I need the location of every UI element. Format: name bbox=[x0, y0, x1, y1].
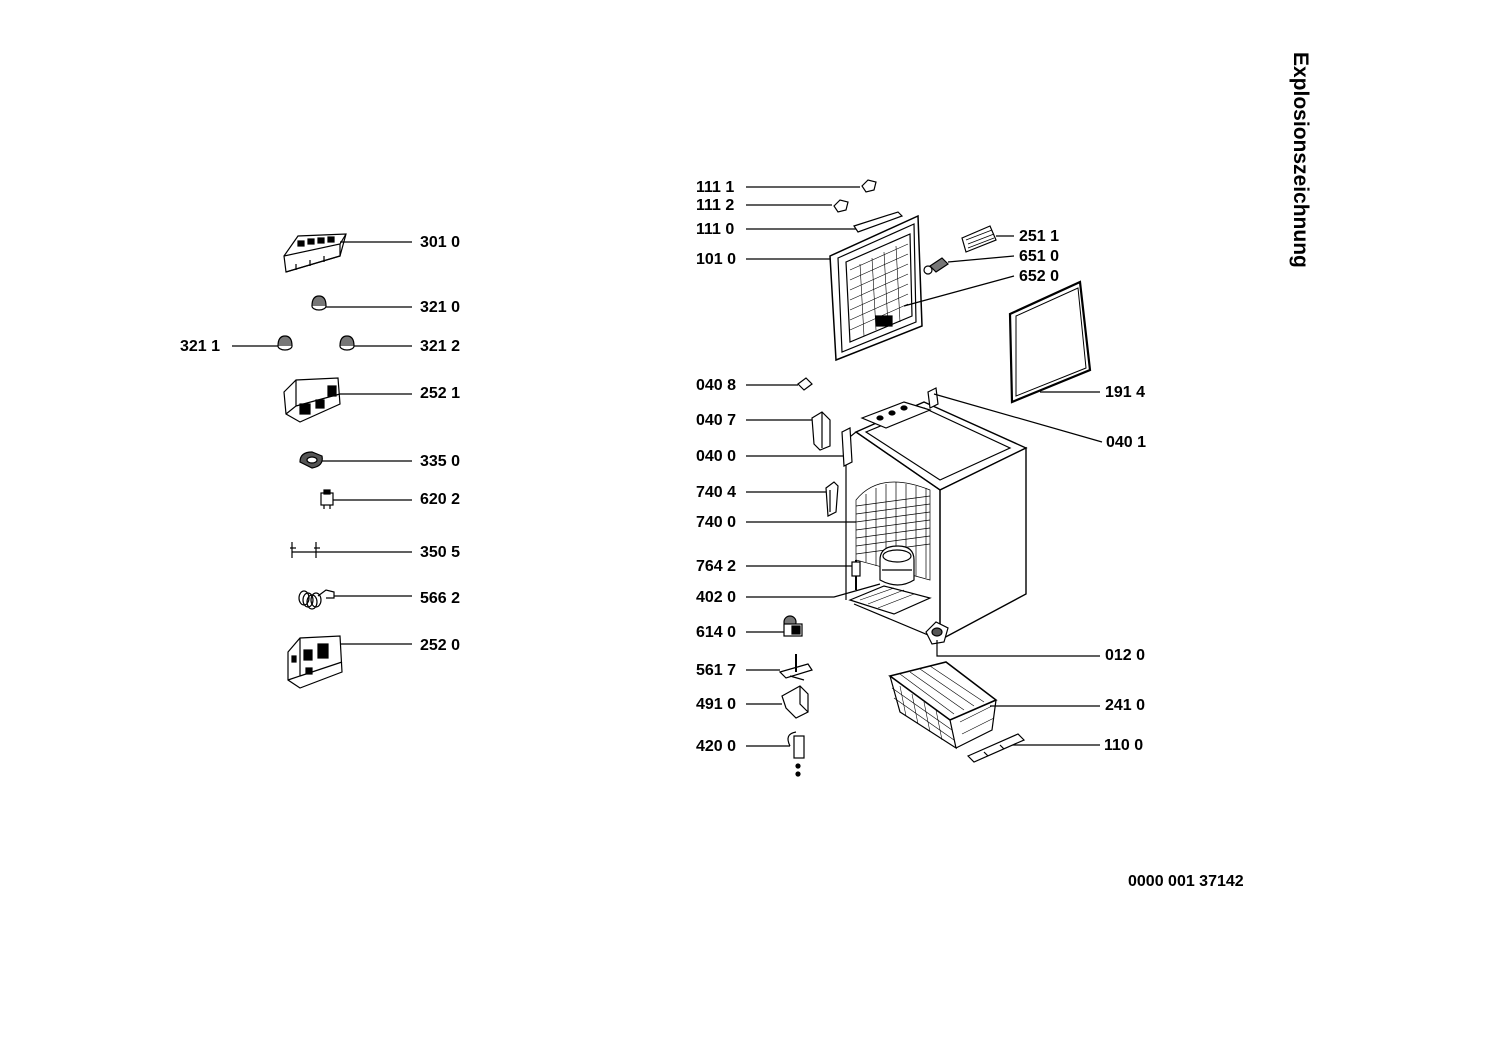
part-label: 402 0 bbox=[696, 589, 737, 606]
document-number: 0000 001 37142 bbox=[1128, 873, 1244, 890]
hinge-bar-part bbox=[853, 211, 904, 233]
relay-part bbox=[783, 615, 803, 637]
cable-part bbox=[290, 542, 320, 558]
knob-part bbox=[339, 335, 355, 351]
part-label: 740 4 bbox=[696, 484, 737, 501]
part-label: 040 7 bbox=[696, 412, 737, 429]
right-leader-lines-top bbox=[903, 235, 1015, 307]
control-panel-part bbox=[283, 233, 347, 273]
basket-part bbox=[888, 661, 998, 750]
part-label: 252 0 bbox=[420, 637, 461, 654]
part-label: 191 4 bbox=[1105, 384, 1146, 401]
gasket-part bbox=[1008, 280, 1092, 404]
part-label: 012 0 bbox=[1105, 647, 1146, 664]
part-label: 040 0 bbox=[696, 448, 737, 465]
capacitor-part bbox=[787, 731, 805, 777]
part-label: 251 1 bbox=[1019, 228, 1060, 245]
part-label: 491 0 bbox=[696, 696, 737, 713]
cabinet-body bbox=[841, 387, 1028, 645]
part-label: 740 0 bbox=[696, 514, 737, 531]
bulb-part bbox=[923, 257, 949, 275]
part-label: 335 0 bbox=[420, 453, 461, 470]
part-label: 614 0 bbox=[696, 624, 737, 641]
part-label: 420 0 bbox=[696, 738, 737, 755]
part-label: 321 0 bbox=[420, 299, 461, 316]
right-leader-lines-bottom bbox=[933, 393, 1103, 746]
part-label: 321 1 bbox=[180, 338, 221, 355]
terminal-cover-part bbox=[781, 685, 809, 719]
part-label: 101 0 bbox=[696, 251, 737, 268]
bracket-part bbox=[825, 481, 839, 517]
clip-part bbox=[797, 377, 813, 391]
part-label: 620 2 bbox=[420, 491, 461, 508]
part-label: 111 2 bbox=[696, 197, 735, 214]
part-label: 561 7 bbox=[696, 662, 737, 679]
part-label: 651 0 bbox=[1019, 248, 1060, 265]
center-leader-lines bbox=[746, 186, 881, 747]
part-label: 111 0 bbox=[696, 221, 735, 238]
page-title: Explosionszeichnung bbox=[1289, 52, 1312, 268]
part-label: 241 0 bbox=[1105, 697, 1146, 714]
part-label: 111 1 bbox=[696, 179, 735, 196]
part-label: 040 1 bbox=[1106, 434, 1147, 451]
knob-part bbox=[277, 335, 293, 351]
fan-part bbox=[778, 654, 813, 681]
thermostat-housing-part bbox=[283, 377, 341, 423]
part-label: 764 2 bbox=[696, 558, 737, 575]
part-label: 566 2 bbox=[420, 590, 461, 607]
spring-part bbox=[298, 589, 335, 610]
part-label: 252 1 bbox=[420, 385, 461, 402]
housing-part bbox=[287, 635, 343, 689]
hinge-cover-part bbox=[811, 411, 831, 451]
part-label: 040 8 bbox=[696, 377, 737, 394]
part-label: 110 0 bbox=[1104, 737, 1144, 754]
part-label: 301 0 bbox=[420, 234, 461, 251]
part-label: 321 2 bbox=[420, 338, 461, 355]
lamp-cover-part bbox=[299, 451, 323, 469]
knob-part bbox=[311, 295, 327, 311]
divider-part bbox=[966, 733, 1026, 763]
lamp-housing-part bbox=[961, 225, 997, 253]
part-label: 652 0 bbox=[1019, 268, 1060, 285]
lid-part bbox=[829, 214, 923, 362]
switch-part bbox=[320, 489, 334, 509]
clip-part bbox=[833, 179, 877, 213]
part-label: 350 5 bbox=[420, 544, 461, 561]
